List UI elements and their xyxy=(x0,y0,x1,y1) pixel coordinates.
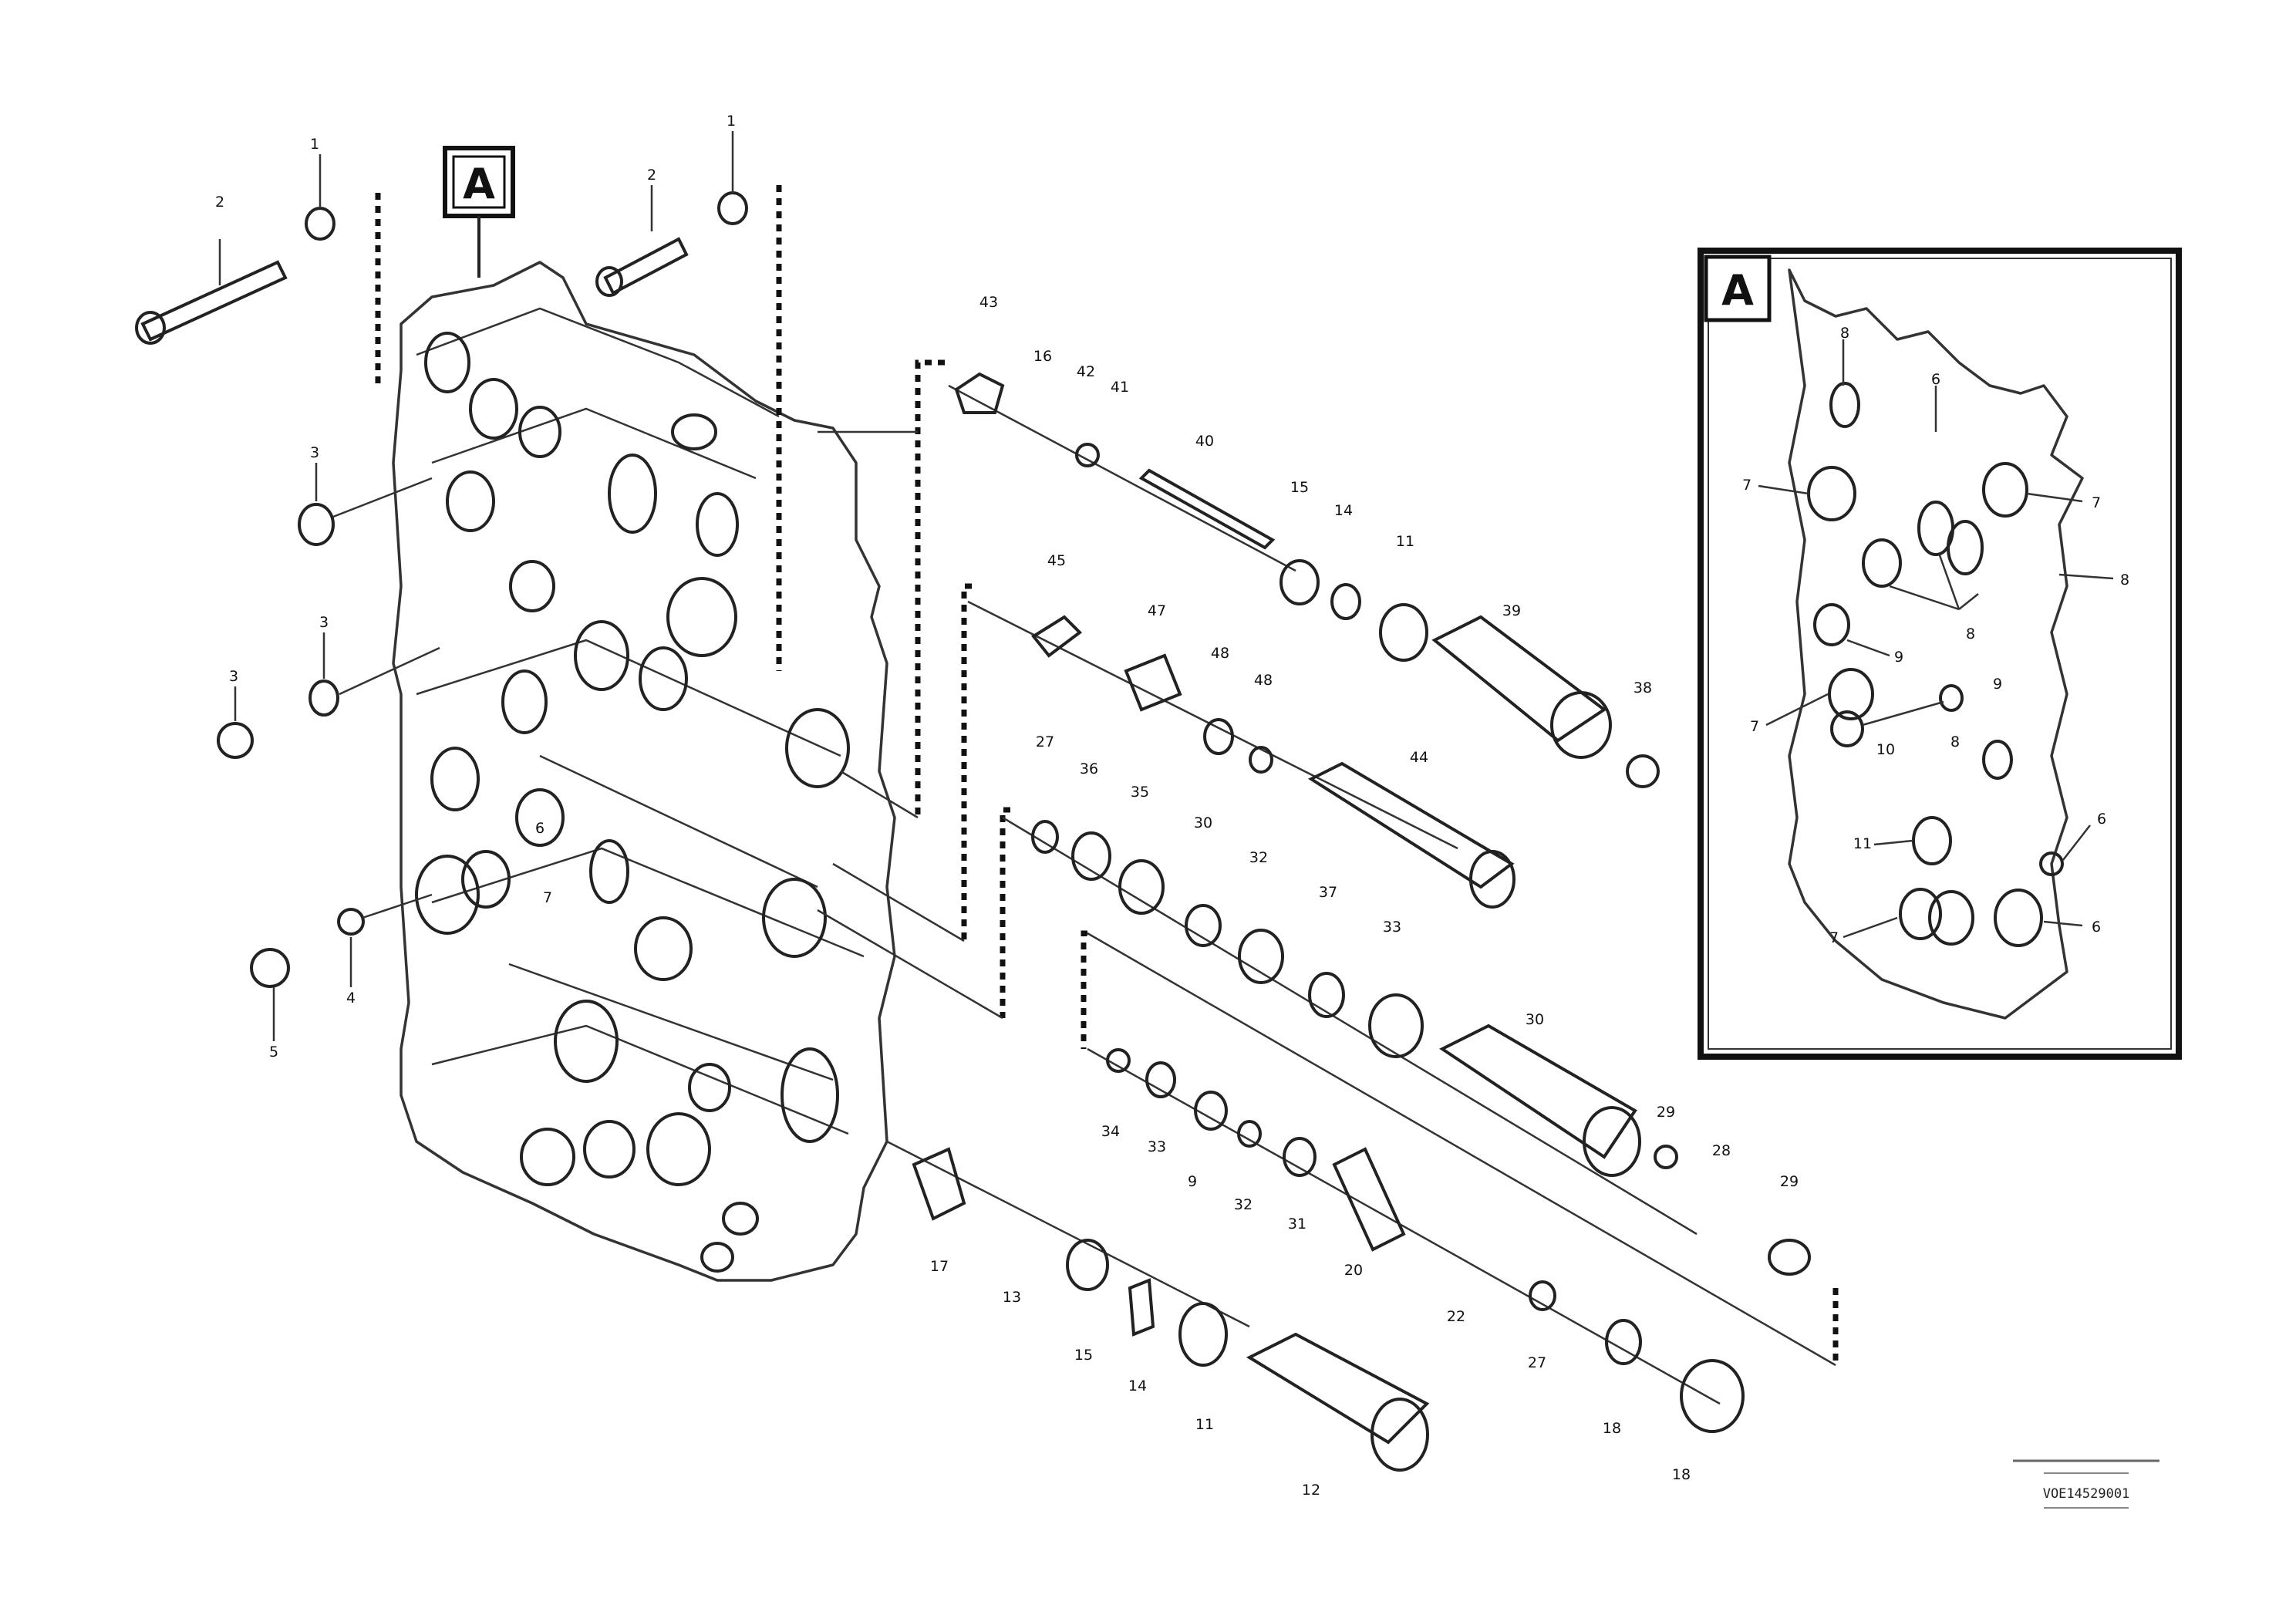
detail-callout: 10 xyxy=(1876,741,1895,758)
callout: 20 xyxy=(1344,1262,1363,1279)
callout: 14 xyxy=(1334,502,1353,519)
callout: 48 xyxy=(1211,645,1229,662)
spool-row-5 xyxy=(886,1140,1430,1472)
callout: 38 xyxy=(1633,679,1652,696)
callout: 6 xyxy=(535,820,544,837)
callout: 4 xyxy=(346,990,356,1007)
detail-callout: 9 xyxy=(1993,676,2002,693)
bolt-left-top xyxy=(135,154,335,345)
callout: 3 xyxy=(310,444,319,461)
detail-callout: 9 xyxy=(1894,649,1903,666)
callouts: 1 2 1 2 3 3 3 4 5 6 7 43 16 42 41 40 15 … xyxy=(215,113,1799,1499)
detail-marker-a: A xyxy=(1704,255,1772,322)
callout: 17 xyxy=(930,1258,949,1275)
detail-view-a: A 8 6 7 7 8 xyxy=(1698,248,2182,1060)
callout: 3 xyxy=(229,668,238,685)
detail-callout: 6 xyxy=(1931,371,1940,388)
detail-callout: 11 xyxy=(1853,835,1872,852)
callout: 48 xyxy=(1254,672,1273,689)
callout: 12 xyxy=(1302,1482,1320,1499)
detail-callout: 6 xyxy=(2092,919,2101,936)
callout: 9 xyxy=(1188,1173,1197,1190)
callout: 11 xyxy=(1195,1416,1214,1433)
callout: 1 xyxy=(727,113,736,130)
callout: 31 xyxy=(1288,1216,1306,1233)
callout: 15 xyxy=(1290,479,1309,496)
spool-row-1 xyxy=(948,372,1660,788)
callout: 27 xyxy=(1036,733,1054,750)
callout: 29 xyxy=(1780,1173,1799,1190)
callout: 30 xyxy=(1194,814,1212,831)
callout: 35 xyxy=(1131,784,1149,801)
left-fittings xyxy=(217,463,440,1041)
callout: 18 xyxy=(1603,1420,1621,1437)
detail-marker-label: A xyxy=(1721,266,1754,315)
callout: 16 xyxy=(1033,348,1052,365)
drawing-reference: VOE14529001 xyxy=(2013,1459,2159,1509)
callout: 13 xyxy=(1003,1289,1021,1306)
bolt-right-top xyxy=(595,131,748,297)
callout: 30 xyxy=(1526,1011,1544,1028)
callout: 47 xyxy=(1148,602,1166,619)
view-marker-a: A xyxy=(443,146,515,278)
view-marker-label: A xyxy=(463,160,495,208)
callout: 33 xyxy=(1148,1138,1166,1155)
detail-callout: 6 xyxy=(2097,811,2106,828)
callout: 22 xyxy=(1447,1308,1465,1325)
detail-callout: 8 xyxy=(1840,325,1849,342)
callout: 3 xyxy=(319,614,329,631)
callout: 1 xyxy=(310,136,319,153)
callout: 2 xyxy=(215,194,224,211)
callout: 28 xyxy=(1712,1142,1731,1159)
valve-body xyxy=(392,261,896,1282)
callout: 44 xyxy=(1410,749,1428,766)
callout: 15 xyxy=(1074,1347,1093,1364)
detail-callout: 8 xyxy=(2120,572,2129,588)
drawing-reference-code: VOE14529001 xyxy=(2043,1486,2130,1502)
detail-callout: 7 xyxy=(1829,929,1839,946)
spool-row-2 xyxy=(967,600,1515,909)
callout: 39 xyxy=(1502,602,1521,619)
callout: 29 xyxy=(1657,1104,1675,1121)
detail-callout: 7 xyxy=(1742,477,1752,494)
callout: 37 xyxy=(1319,884,1337,901)
callout: 33 xyxy=(1383,919,1401,936)
callout: 43 xyxy=(979,294,998,311)
callout: 32 xyxy=(1249,849,1268,866)
callout: 2 xyxy=(647,167,656,184)
callout: 34 xyxy=(1101,1123,1120,1140)
detail-callout: 8 xyxy=(1966,626,1975,642)
callout: 40 xyxy=(1195,433,1214,450)
callout: 45 xyxy=(1047,552,1066,569)
callout: 32 xyxy=(1234,1196,1253,1213)
detail-callout: 7 xyxy=(2092,494,2101,511)
callout: 5 xyxy=(269,1044,278,1061)
detail-callout: 7 xyxy=(1750,718,1759,735)
dashed-leaders xyxy=(375,185,1839,1367)
callout: 7 xyxy=(543,889,552,906)
callout: 27 xyxy=(1528,1354,1546,1371)
detail-callout: 8 xyxy=(1950,733,1960,750)
callout: 14 xyxy=(1128,1378,1147,1394)
callout: 18 xyxy=(1672,1466,1691,1483)
callout: 42 xyxy=(1077,363,1095,380)
spool-row-3 xyxy=(1002,816,1811,1276)
callout: 41 xyxy=(1111,379,1129,396)
spool-row-4 xyxy=(1087,1047,1745,1433)
callout: 11 xyxy=(1396,533,1414,550)
callout: 36 xyxy=(1080,760,1098,777)
